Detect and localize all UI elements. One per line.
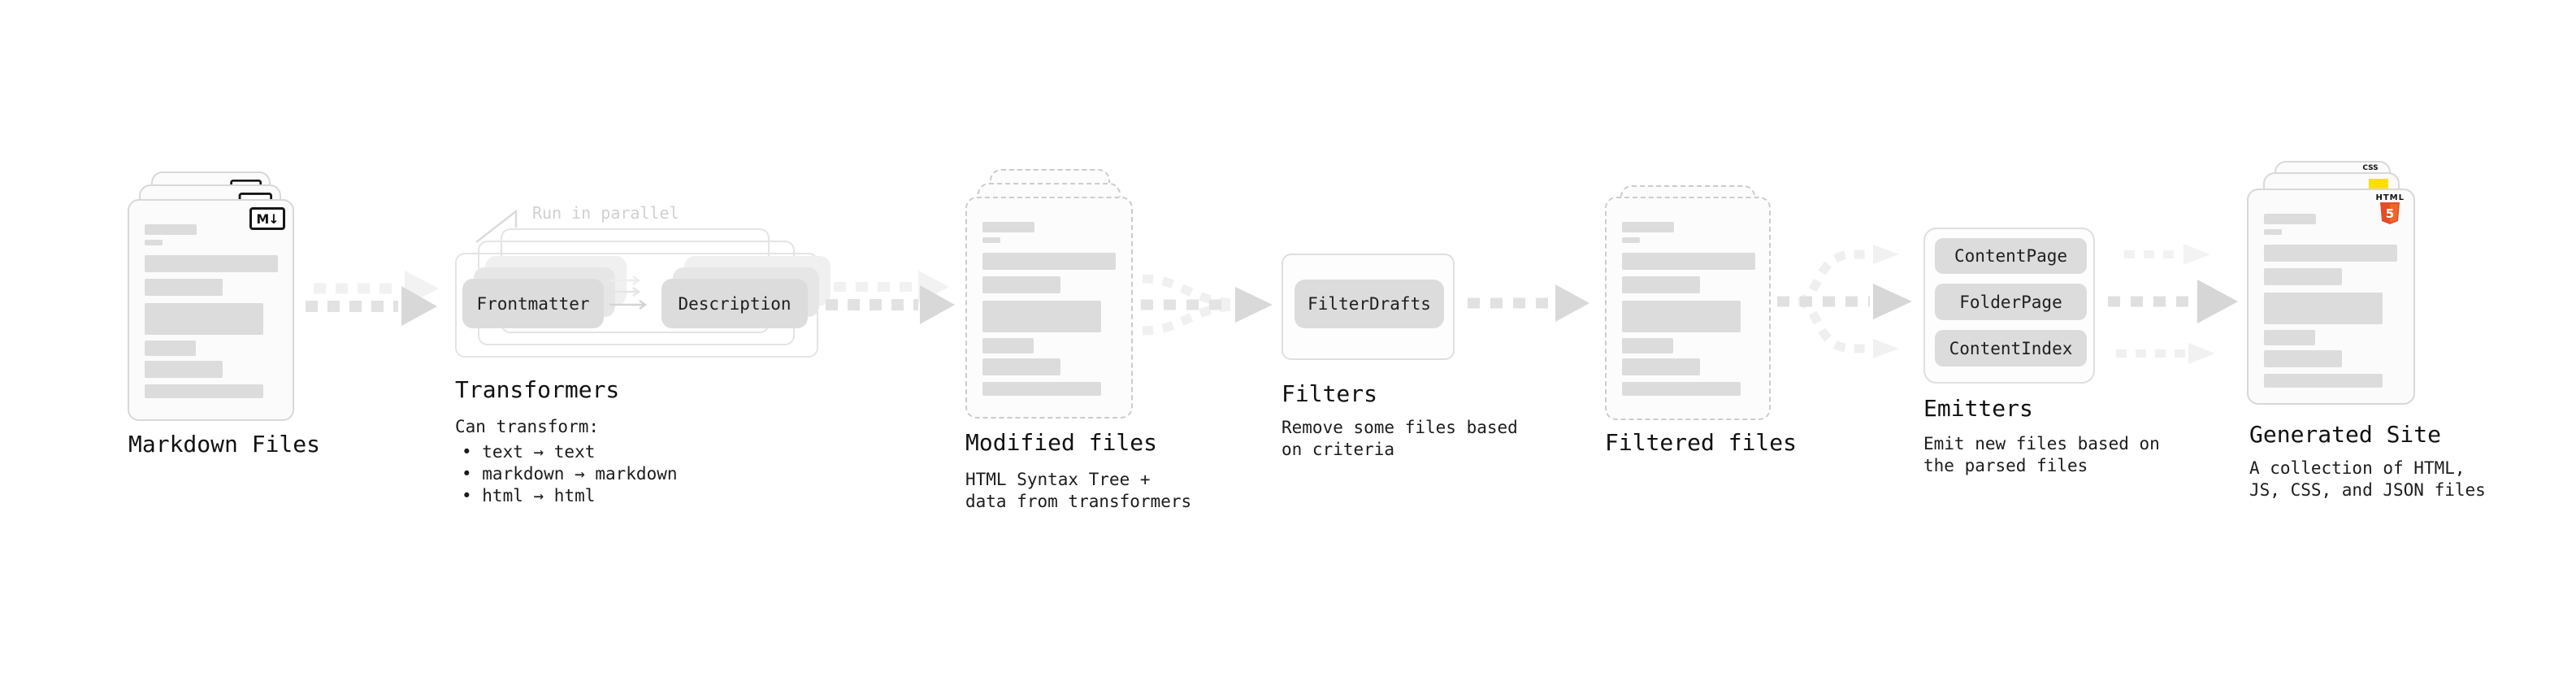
doc-content-placeholder — [982, 222, 1116, 396]
contentpage-pill: ContentPage — [1935, 238, 2087, 274]
filterdrafts-pill: FilterDrafts — [1295, 280, 1444, 328]
doc-content-placeholder — [1622, 222, 1755, 396]
html5-icon: HTML 5 — [2375, 194, 2405, 228]
arrow-modified-to-filters — [1141, 274, 1273, 336]
annotation-connector — [475, 209, 518, 243]
filters-desc-2: on criteria — [1281, 440, 1395, 459]
generated-site-desc-2: JS, CSS, and JSON files — [2249, 480, 2486, 500]
description-pill: Description — [661, 279, 808, 328]
bullet-markdown-to-markdown: • markdown → markdown — [462, 464, 678, 484]
modified-files-desc-1: HTML Syntax Tree + — [965, 470, 1151, 489]
arrow-markdown-to-transformers — [306, 271, 439, 326]
doc-content-placeholder — [2264, 214, 2397, 388]
doc-content-placeholder — [145, 224, 278, 398]
contentindex-pill: ContentIndex — [1935, 330, 2087, 367]
transformers-label: Transformers — [455, 376, 620, 403]
filtered-file-card — [1605, 197, 1771, 420]
emitters-desc-2: the parsed files — [1923, 456, 2088, 475]
emitters-label: Emitters — [1923, 395, 2033, 422]
bullet-html-to-html: • html → html — [462, 486, 596, 505]
arrow-transformers-to-modified — [826, 271, 955, 324]
can-transform-text: Can transform: — [455, 417, 600, 436]
run-in-parallel-note: Run in parallel — [532, 203, 679, 223]
modified-files-label: Modified files — [965, 429, 1158, 456]
emitters-desc-1: Emit new files based on — [1923, 434, 2160, 453]
js-icon — [2369, 179, 2388, 189]
site-file-card-html: HTML 5 — [2247, 189, 2415, 405]
generated-site-label: Generated Site — [2249, 421, 2442, 448]
modified-files-desc-2: data from transformers — [965, 492, 1192, 511]
arrow-filtered-to-emitters — [1777, 245, 1912, 358]
markdown-file-card: M↓ — [128, 199, 294, 421]
arrow-filters-to-filtered — [1468, 284, 1589, 322]
frontmatter-pill: Frontmatter — [462, 279, 604, 328]
markdown-files-label: Markdown Files — [128, 431, 321, 458]
markdown-icon: M↓ — [249, 207, 285, 230]
folderpage-pill: FolderPage — [1935, 284, 2087, 320]
bullet-text-to-text: • text → text — [462, 442, 596, 462]
filters-label: Filters — [1281, 380, 1378, 407]
filtered-files-label: Filtered files — [1605, 429, 1798, 456]
svg-text:5: 5 — [2386, 206, 2394, 221]
filters-desc-1: Remove some files based — [1281, 418, 1518, 437]
generated-site-desc-1: A collection of HTML, — [2249, 458, 2465, 478]
arrow-emitters-to-site — [2108, 244, 2238, 364]
modified-file-card — [965, 197, 1133, 419]
transform-arrows-icon — [609, 275, 648, 310]
